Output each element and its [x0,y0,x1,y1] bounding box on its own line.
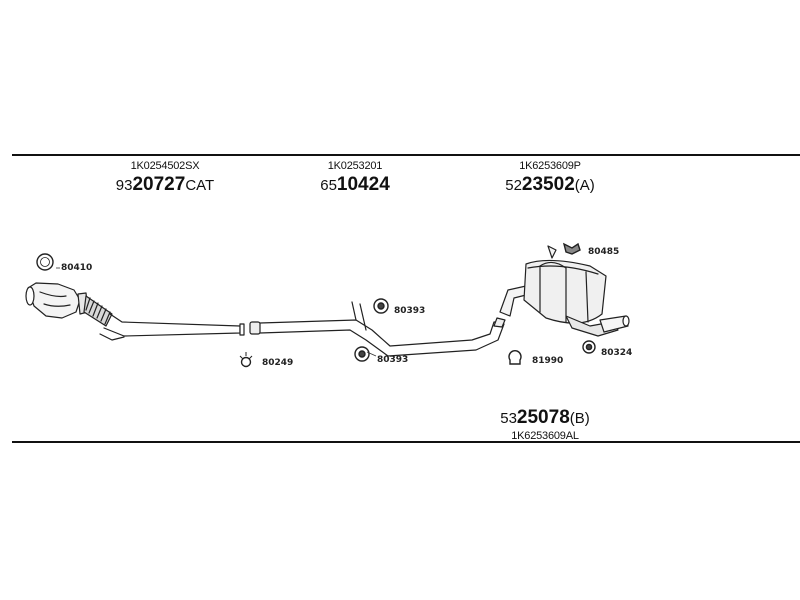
part-number-rear-b: 5325078(B) [500,407,590,428]
fitting-number-80485: 80485 [588,247,620,257]
rear-silencer-drawing [499,245,630,337]
clamp-ring-icon [508,350,522,365]
bolt-clamp-icon [239,352,253,368]
oe-number-rear-b: 1K6253609AL [511,430,579,442]
middle-pipe-drawing [249,301,506,357]
catalytic-converter-drawing [25,282,245,341]
rubber-mount-icon [373,298,389,314]
part-number-rear-a: 5223502(A) [505,174,595,195]
part-label-middle: 1K0253201 6510424 [300,160,410,196]
part-label-rear-b: 5325078(B) 1K6253609AL [490,407,600,442]
top-divider-line [12,154,800,156]
fitting-number-80410: 80410 [61,263,93,273]
fitting-number-80249: 80249 [262,358,294,368]
rubber-mount-icon [582,340,596,354]
oe-number-middle: 1K0253201 [327,160,383,172]
gasket-ring-icon [36,253,54,271]
fitting-number-81990: 81990 [532,356,564,366]
part-number-front: 9320727CAT [115,174,215,195]
part-number-middle: 6510424 [320,174,390,195]
oe-number-front: 1K0254502SX [130,160,200,172]
hanger-bracket-icon [562,242,581,255]
fitting-number-80393-bottom: 80393 [377,355,409,365]
part-label-front: 1K0254502SX 9320727CAT [100,160,230,196]
fitting-number-80324: 80324 [601,348,633,358]
fitting-number-80393-top: 80393 [394,306,426,316]
rubber-mount-icon [354,346,370,362]
oe-number-rear-a: 1K6253609P [519,160,581,172]
part-label-rear-a: 1K6253609P 5223502(A) [490,160,610,196]
bottom-divider-line [12,441,800,443]
